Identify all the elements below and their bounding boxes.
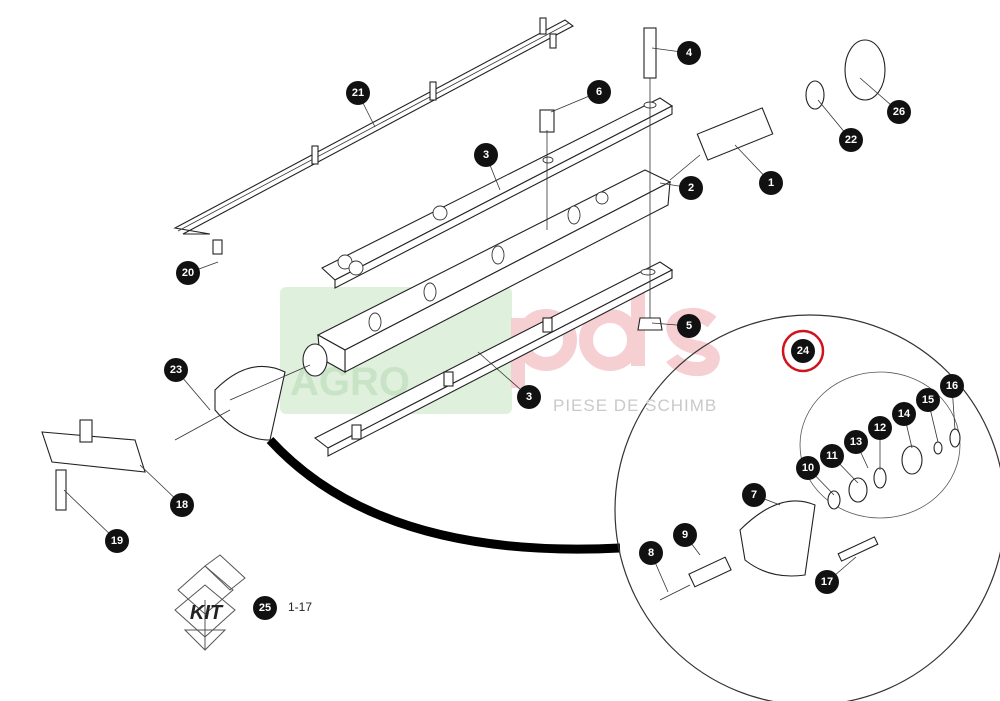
callout-23: 23 — [164, 358, 188, 382]
svg-text:19: 19 — [111, 535, 123, 547]
callout-11: 11 — [820, 444, 844, 468]
svg-text:11: 11 — [826, 450, 838, 462]
detail-magnifier-circle — [614, 314, 1000, 701]
svg-text:3: 3 — [526, 391, 532, 403]
svg-text:12: 12 — [874, 422, 886, 434]
svg-text:1: 1 — [768, 177, 774, 189]
part-21-strip — [173, 17, 575, 255]
callout-25: 25 — [253, 596, 277, 620]
svg-text:23: 23 — [170, 364, 182, 376]
callout-19: 19 — [105, 529, 129, 553]
svg-text:15: 15 — [922, 394, 934, 406]
svg-text:9: 9 — [682, 529, 688, 541]
svg-text:6: 6 — [596, 86, 602, 98]
svg-text:8: 8 — [648, 547, 654, 559]
callout-3: 3 — [517, 385, 541, 409]
part-3-lower-plate — [313, 261, 674, 457]
callout-17: 17 — [815, 570, 839, 594]
svg-text:10: 10 — [802, 462, 814, 474]
svg-text:7: 7 — [751, 489, 757, 501]
svg-text:2: 2 — [688, 182, 694, 194]
highlight-ring-24 — [781, 329, 825, 373]
callout-4: 4 — [677, 41, 701, 65]
svg-text:13: 13 — [850, 436, 862, 448]
svg-text:16: 16 — [946, 380, 958, 392]
svg-text:KIT: KIT — [190, 602, 224, 624]
callout-2: 2 — [679, 176, 703, 200]
callout-6: 6 — [587, 80, 611, 104]
kit-logo: KIT — [174, 554, 246, 651]
callout-9: 9 — [673, 523, 697, 547]
leader-line — [63, 489, 118, 542]
callout-16: 16 — [940, 374, 964, 398]
callout-21: 21 — [346, 81, 370, 105]
callout-1: 1 — [759, 171, 783, 195]
callout-3: 3 — [474, 143, 498, 167]
svg-text:24: 24 — [797, 345, 810, 357]
part-18-bracket — [41, 419, 146, 511]
callout-15: 15 — [916, 388, 940, 412]
svg-text:26: 26 — [893, 106, 905, 118]
svg-text:20: 20 — [182, 267, 194, 279]
detail-parts — [659, 428, 961, 601]
callout-20: 20 — [176, 261, 200, 285]
watermark-subtitle: PIESE DE SCHIMB — [553, 396, 718, 415]
callout-24: 24 — [791, 339, 815, 363]
callout-18: 18 — [170, 493, 194, 517]
hardware — [539, 27, 886, 331]
kit-range-label: 1-17 — [288, 600, 313, 614]
svg-text:22: 22 — [845, 134, 857, 146]
svg-text:4: 4 — [686, 47, 693, 59]
callout-14: 14 — [892, 402, 916, 426]
callout-12: 12 — [868, 416, 892, 440]
svg-text:14: 14 — [898, 408, 911, 420]
bearing-detail-ring — [799, 371, 961, 519]
svg-text:17: 17 — [821, 576, 833, 588]
callout-8: 8 — [639, 541, 663, 565]
svg-text:18: 18 — [176, 499, 188, 511]
callout-13: 13 — [844, 430, 868, 454]
svg-text:25: 25 — [259, 602, 271, 614]
callout-26: 26 — [887, 100, 911, 124]
callout-5: 5 — [677, 314, 701, 338]
detail-arrow — [266, 436, 621, 554]
part-23-auger-assembly — [174, 364, 311, 441]
part-2-square-tube — [302, 169, 672, 377]
callout-10: 10 — [796, 456, 820, 480]
callout-22: 22 — [839, 128, 863, 152]
svg-text:5: 5 — [686, 320, 692, 332]
callout-7: 7 — [742, 483, 766, 507]
svg-text:21: 21 — [352, 87, 364, 99]
svg-text:3: 3 — [483, 149, 489, 161]
